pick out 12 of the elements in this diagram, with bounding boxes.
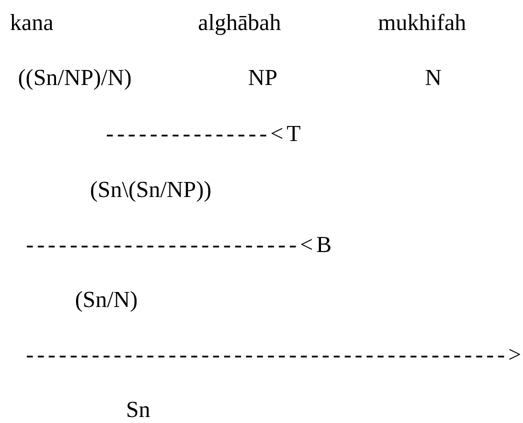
rule-line: -------------------------<B [26,231,335,259]
word-label: kana [10,9,54,37]
category-label: ((Sn/NP)/N) [18,64,132,92]
rule-line: ---------------<T [106,120,304,148]
word-label: mukhifah [378,9,466,37]
category-label: (Sn/N) [75,286,138,314]
category-label: Sn [126,396,150,423]
rule-line: --------------------------------------------> [26,341,523,369]
category-label: (Sn\(Sn/NP)) [90,176,212,204]
category-label: N [425,64,442,92]
word-label: alghābah [198,9,282,37]
category-label: NP [248,64,278,92]
